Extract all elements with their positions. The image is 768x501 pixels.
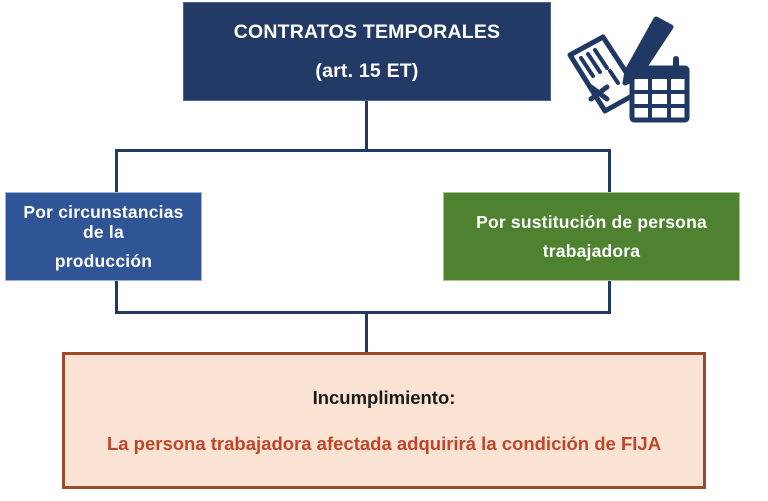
node-incumplimiento-heading: Incumplimiento: <box>312 386 456 408</box>
connector-consequence-stem <box>365 311 368 355</box>
node-por-sustitucion-persona-trabajadora-line1: Por sustitución de persona <box>476 211 707 232</box>
connector-branch-right-drop <box>608 149 611 193</box>
node-por-sustitucion-persona-trabajadora[interactable]: Por sustitución de persona trabajadora <box>443 192 740 281</box>
connector-right-riser <box>608 280 611 314</box>
node-por-circunstancias-produccion[interactable]: Por circunstancias de la producción <box>5 192 202 281</box>
connector-branch-left-drop <box>115 149 118 193</box>
node-por-circunstancias-produccion-line2: producción <box>54 251 153 272</box>
connector-merge-bar <box>115 311 611 314</box>
document-pen-calendar-icon <box>563 13 691 130</box>
node-por-sustitucion-persona-trabajadora-line2: trabajadora <box>542 241 641 261</box>
node-contratos-temporales-line2: (art. 15 ET) <box>315 60 419 82</box>
node-incumplimiento-detail: La persona trabajadora afectada adquirir… <box>106 432 662 454</box>
connector-branch-bar <box>115 149 611 152</box>
connector-left-riser <box>115 280 118 314</box>
node-incumplimiento[interactable]: Incumplimiento: La persona trabajadora a… <box>62 352 706 489</box>
node-contratos-temporales[interactable]: CONTRATOS TEMPORALES (art. 15 ET) <box>183 2 551 101</box>
node-por-circunstancias-produccion-line1: Por circunstancias de la <box>23 201 184 242</box>
connector-root-stem <box>365 100 368 152</box>
node-contratos-temporales-line1: CONTRATOS TEMPORALES <box>233 20 501 43</box>
